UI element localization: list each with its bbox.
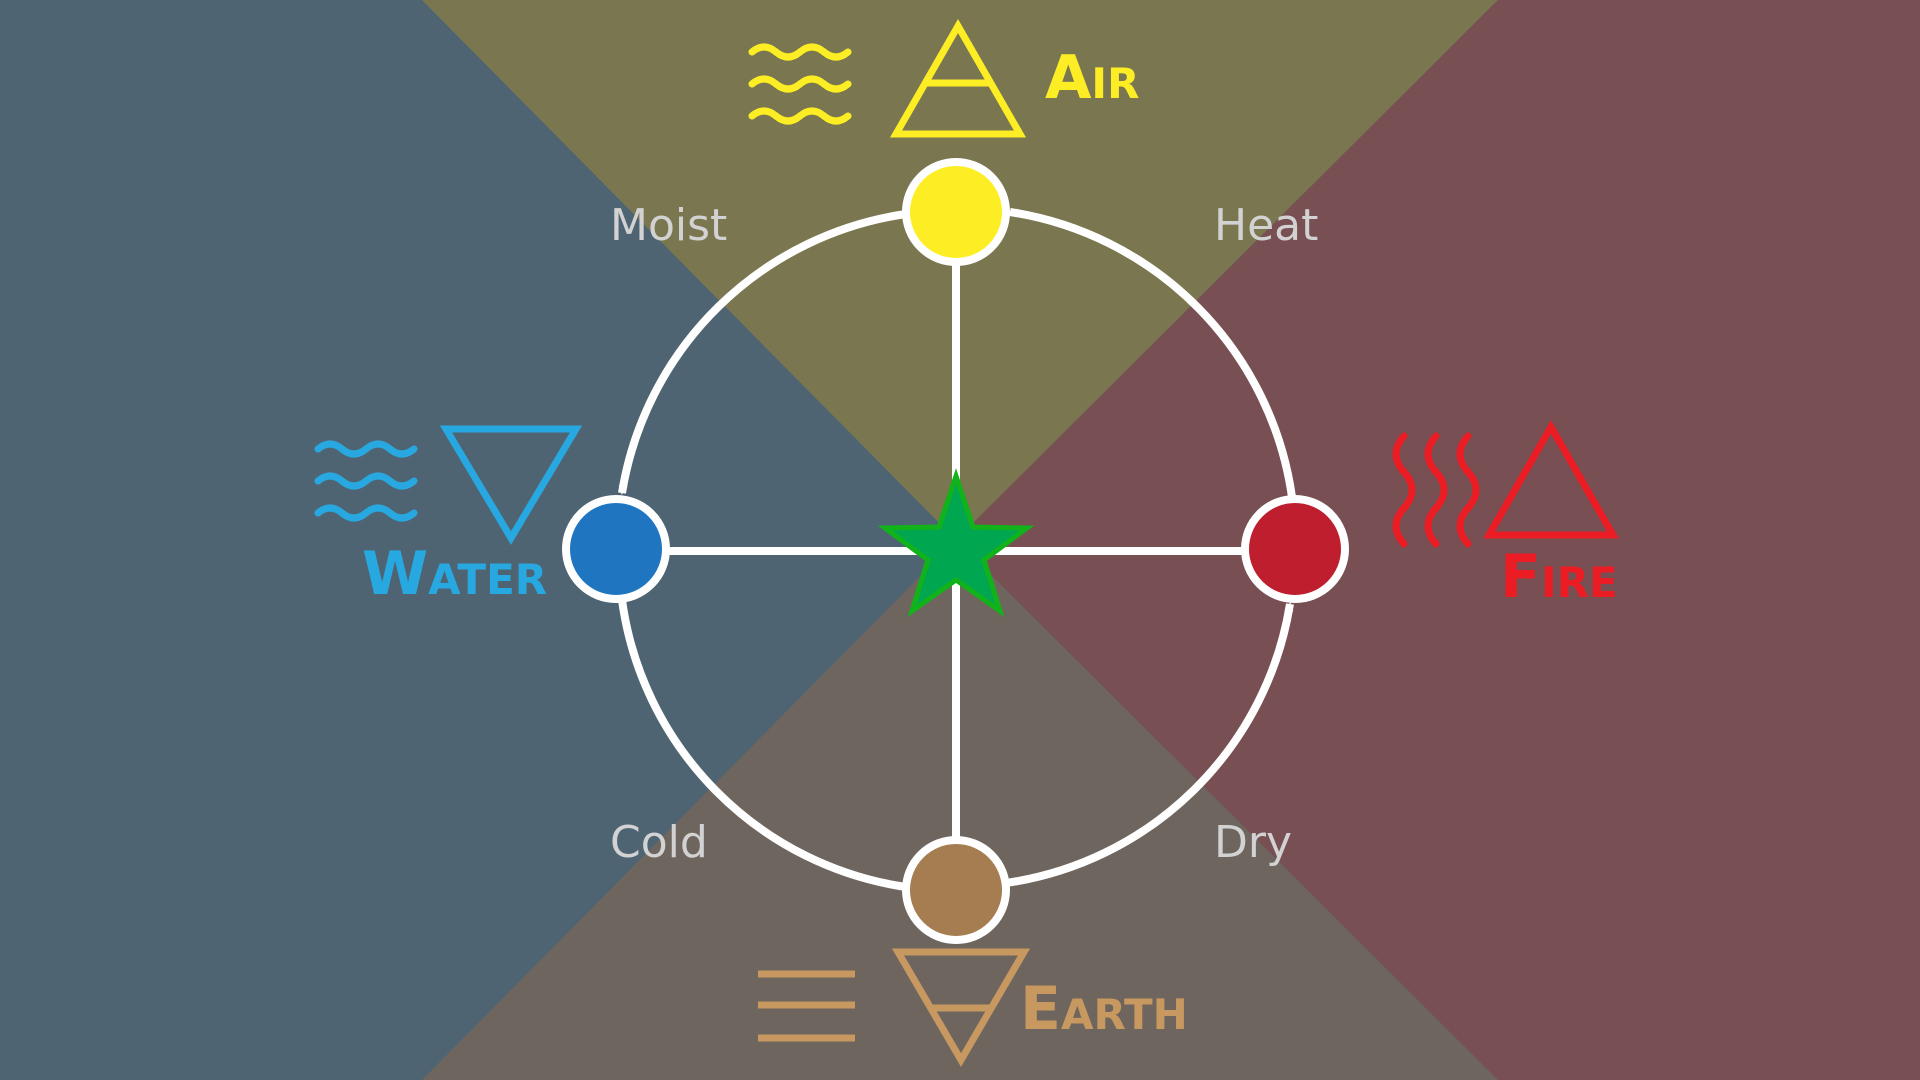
quality-heat: Heat (1214, 200, 1318, 251)
fire-symbol-group: Fire (1392, 419, 1620, 612)
quality-dry: Dry (1214, 817, 1292, 868)
quality-moist: Moist (610, 200, 727, 251)
arc-fire-to-air (1008, 208, 1296, 498)
air-symbol-group: Air (748, 18, 1139, 138)
fire-label: Fire (1500, 542, 1618, 612)
fire-quadrant (956, 0, 1920, 1080)
fire-node (1241, 495, 1349, 603)
earth-triangle-icon (891, 948, 1031, 1067)
horizontal-lines-icon (758, 970, 855, 1042)
earth-node (902, 836, 1010, 944)
wavy-lines-icon (314, 440, 418, 522)
wavy-lines-icon (748, 43, 852, 125)
air-label: Air (1045, 43, 1139, 113)
earth-symbol-group: Earth (758, 948, 1188, 1067)
quality-cold: Cold (610, 817, 708, 868)
water-triangle-icon (439, 425, 583, 545)
water-node (562, 495, 670, 603)
arc-water-to-earth (618, 599, 908, 891)
air-triangle-icon (889, 18, 1027, 138)
air-node (902, 158, 1010, 266)
star-icon (877, 468, 1035, 618)
arc-earth-to-fire (1005, 602, 1294, 887)
earth-label: Earth (1020, 974, 1188, 1044)
arc-air-to-water (618, 210, 907, 495)
transformation-cycle (618, 208, 1296, 891)
heat-waves-icon (1392, 432, 1480, 548)
water-symbol-group: Water (314, 425, 583, 609)
fire-triangle-icon (1482, 419, 1620, 539)
water-label: Water (362, 539, 547, 609)
